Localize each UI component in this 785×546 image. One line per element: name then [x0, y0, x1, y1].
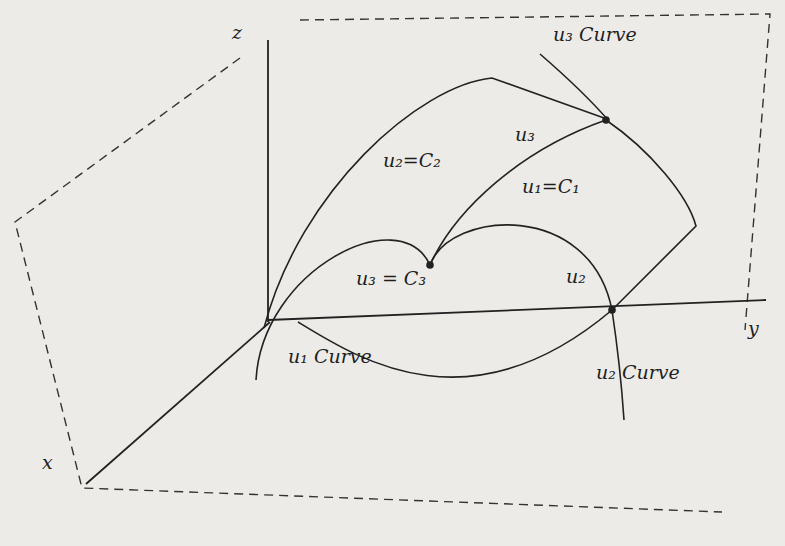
surface-label: u₃ = C₃: [356, 268, 426, 289]
curve-label: u₂ Curve: [596, 362, 680, 383]
curve-label: u₃ Curve: [553, 24, 637, 45]
plane-outline: [15, 14, 770, 512]
curve-label: u₂: [566, 266, 586, 287]
axis-label: x: [42, 452, 53, 473]
curve-label: u₃: [515, 124, 535, 145]
axes: [86, 40, 766, 484]
surface-label: u₂=C₂: [383, 150, 441, 171]
axis-label: y: [748, 318, 759, 339]
curve-label: u₁ Curve: [288, 346, 372, 367]
axis-label: z: [232, 22, 242, 43]
surface-label: u₁=C₁: [522, 176, 580, 197]
coordinate-surfaces: [256, 54, 696, 420]
